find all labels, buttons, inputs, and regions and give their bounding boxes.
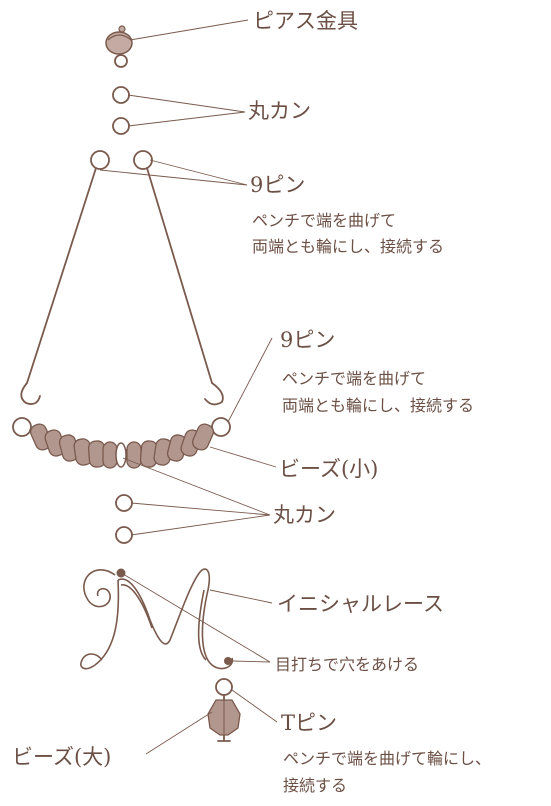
t-pin-note-line-1: ペンチで端を曲げて輪にし、 [283,749,492,768]
jump-ring-bottom-leader-1 [122,457,271,516]
small-beads-leader [209,446,277,468]
jump-ring-bottom-leader-3 [130,514,271,536]
earring-finding-illustration [105,25,133,68]
earring-finding-leader [129,19,249,41]
punch-hole-leader-2 [231,660,271,663]
punch-holes-label: 目打ちで穴をあける [275,655,420,674]
small-beads-label: ビーズ(小) [279,457,379,481]
bead-strand-illustration [12,417,231,469]
initial-lace-illustration [80,568,234,670]
initial-lace-label: イニシャルレース [277,592,444,616]
t-pin-illustration [207,678,241,742]
nine-pin-top-label: 9ピン [250,173,306,197]
initial-lace-leader [209,589,273,604]
jump-ring-bottom-leader-2 [130,502,271,516]
nine-pin-bottom-leader [227,337,273,423]
nine-pin-top-leader-1 [99,169,248,186]
jump-ring-top-leader-1 [127,94,246,113]
nine-pin-bottom-label: 9ピン [280,328,336,352]
large-bead-leader [145,711,213,755]
t-pin-label: Tピン [281,711,338,735]
jump-ring-top-leader-2 [127,111,246,127]
t-pin-note-line-2: 接続する [283,776,348,795]
t-pin-leader [231,689,278,723]
nine-pin-bottom-note-line-1: ペンチで端を曲げて [282,369,427,388]
earring-finding-label: ピアス金具 [253,9,358,33]
punch-hole-leader-1 [122,573,271,663]
jump-ring-bottom-label: 丸カン [273,503,336,527]
large-bead-label: ビーズ(大) [12,745,112,769]
nine-pin-top-note-line-1: ペンチで端を曲げて [252,211,397,230]
nine-pin-top-note-line-2: 両端とも輪にし、接続する [252,237,445,256]
jump-rings-top-illustration [112,86,130,135]
nine-pins-illustration [20,150,224,406]
jump-rings-bottom-illustration [115,494,133,544]
jump-ring-top-label: 丸カン [248,99,311,123]
nine-pin-bottom-note-line-2: 両端とも輪にし、接続する [282,396,475,415]
nine-pin-top-leader-2 [149,159,248,186]
